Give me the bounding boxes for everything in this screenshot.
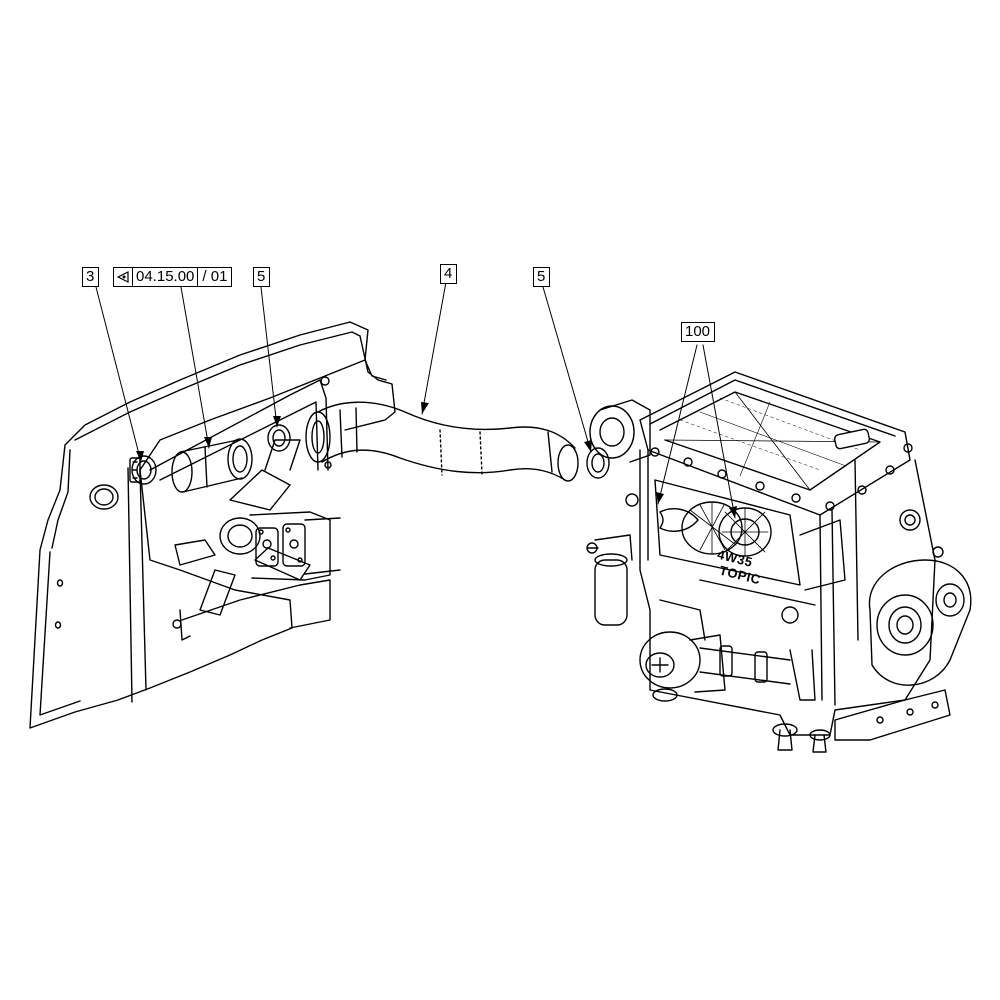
callout-item-5-left[interactable]: 5 [253,267,270,287]
hose-clamp-item-5-left [267,424,291,452]
callout-item-3[interactable]: 3 [82,267,99,287]
reference-arrow-icon [114,268,133,286]
callout-item-4[interactable]: 4 [440,264,457,284]
intake-hose-item-4 [305,401,579,482]
leader-ref [180,286,210,449]
hose-clamp-item-3 [129,455,157,485]
leader-arrowheads [136,402,737,518]
callout-item-5-right[interactable]: 5 [533,267,550,287]
reference-link[interactable]: 04.15.00 / 01 [113,267,233,287]
pipe-sleeve [171,438,253,493]
reference-code: 04.15.00 [133,268,199,286]
callout-item-100[interactable]: 100 [681,322,715,342]
reference-sheet: / 01 [202,268,228,285]
leader-lines [95,281,736,519]
engine-assembly [586,371,972,753]
radiator-shroud-panel [29,321,396,729]
hose-clamp-item-5-right [586,447,610,479]
